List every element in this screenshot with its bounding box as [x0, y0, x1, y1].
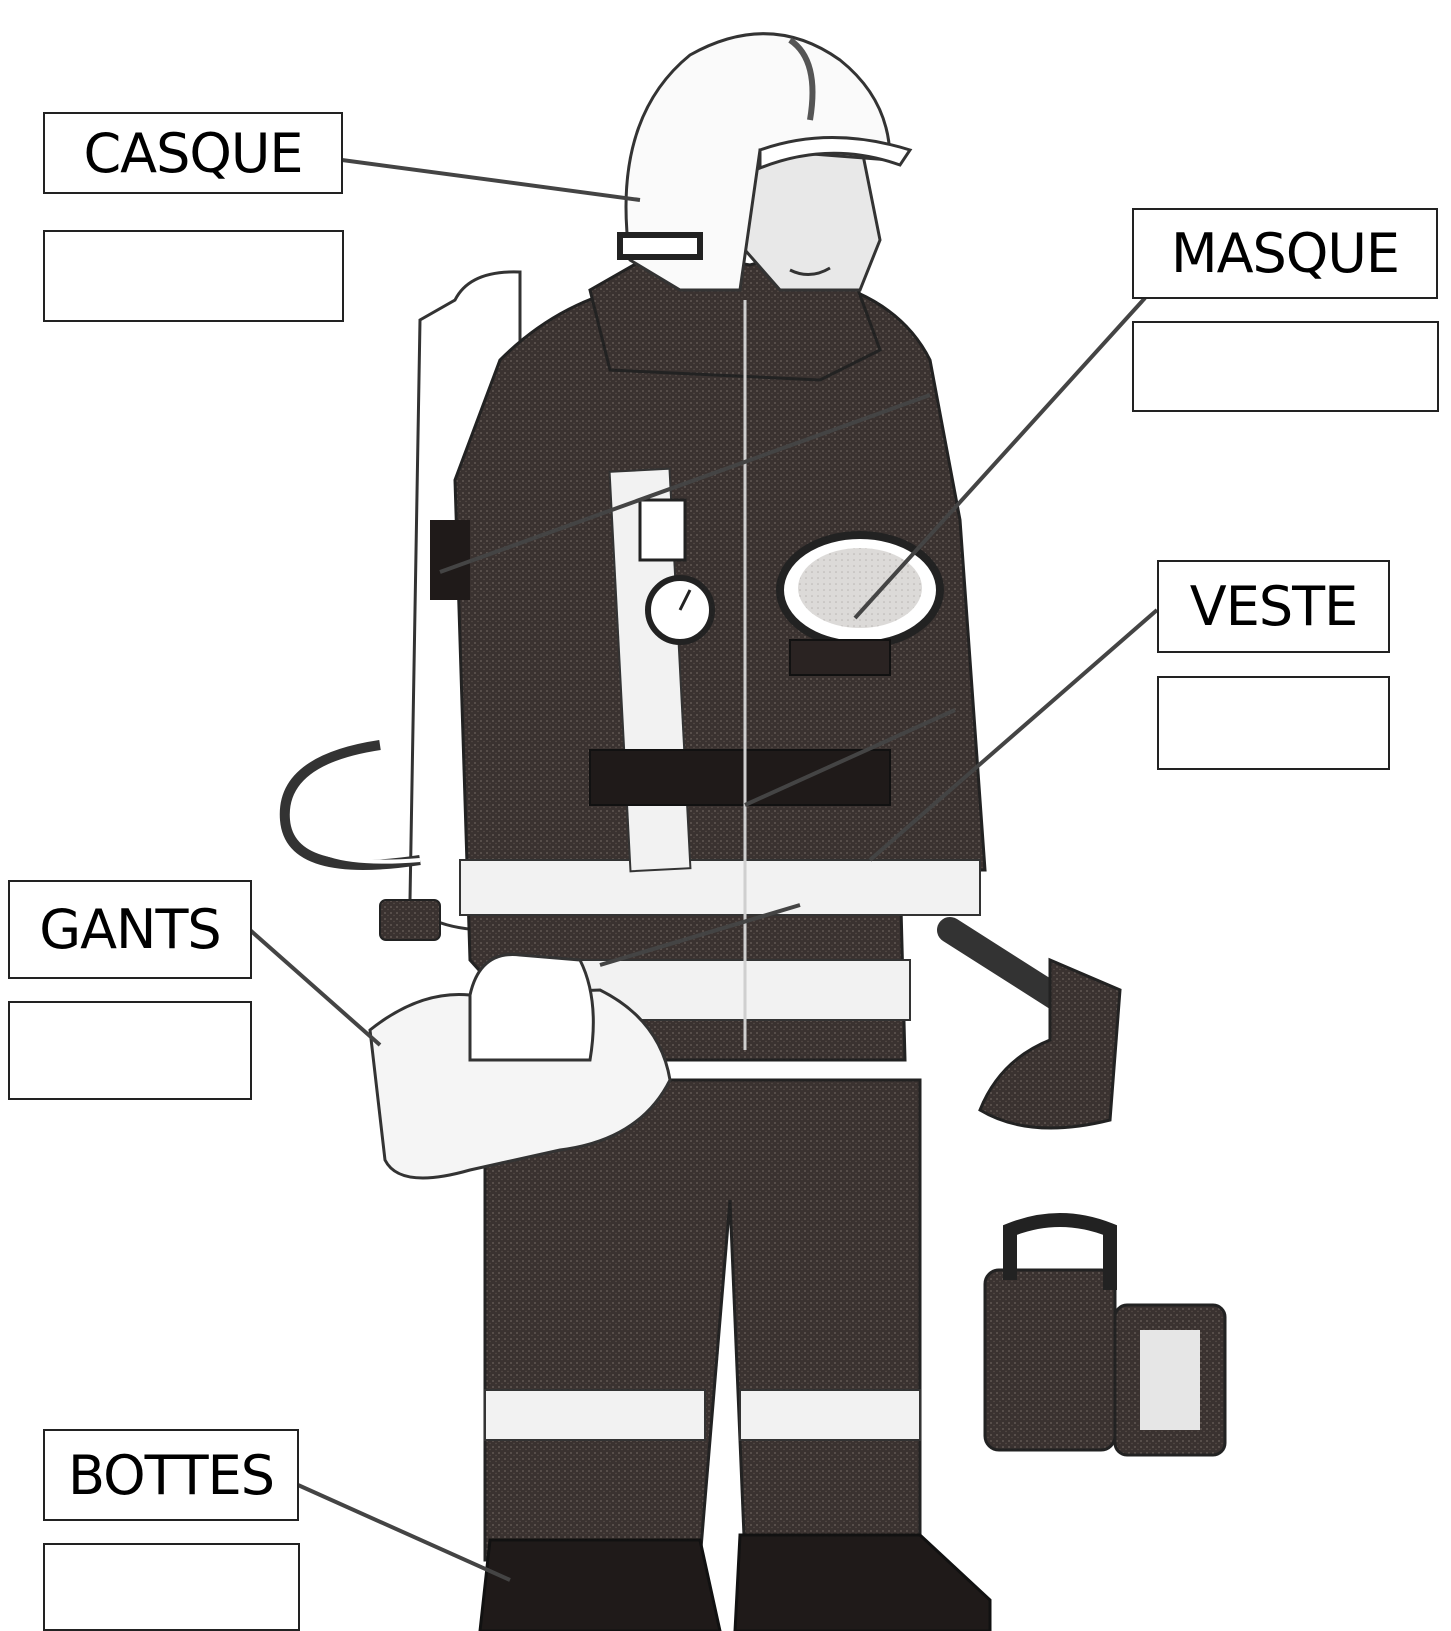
answer-box-gants[interactable] [8, 1001, 252, 1100]
answer-box-masque[interactable] [1132, 321, 1439, 412]
answer-box-veste[interactable] [1157, 676, 1390, 770]
answer-box-casque[interactable] [43, 230, 344, 322]
label-gants: GANTS [8, 880, 252, 979]
label-casque: CASQUE [43, 112, 343, 194]
jacket [430, 240, 985, 1060]
label-bottes: BOTTES [43, 1429, 299, 1521]
label-veste: VESTE [1157, 560, 1390, 653]
lantern [985, 1220, 1225, 1455]
answer-box-bottes[interactable] [43, 1543, 300, 1631]
label-masque: MASQUE [1132, 208, 1438, 299]
boots [480, 1535, 990, 1631]
axe [950, 930, 1120, 1128]
